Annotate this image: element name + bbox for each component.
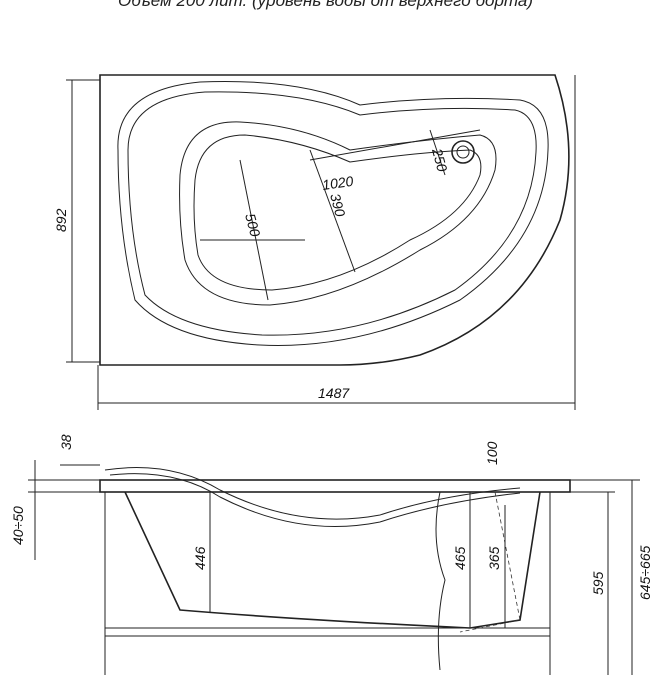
- side-view: 38 40÷50 446 100 465 365 595 645÷665: [10, 434, 653, 675]
- drain-offset-dim: 100: [484, 441, 500, 465]
- rim-dim: 38: [58, 434, 74, 450]
- tub-body-side: [124, 491, 541, 629]
- total-height-dim: 645÷665: [637, 545, 653, 600]
- height-dim: 595: [590, 571, 606, 595]
- depth-dim: 892: [53, 208, 69, 232]
- volume-caption: Объем 200 лит. (уровень воды от верхнего…: [118, 0, 534, 10]
- drain-dim: 250: [429, 146, 451, 174]
- inner-width-dim: 500: [242, 212, 264, 239]
- drain: [451, 140, 475, 164]
- leg-adjust-dim: 40÷50: [10, 506, 26, 545]
- rim-side: [99, 479, 571, 493]
- narrow-width-dim: 390: [327, 192, 349, 219]
- depth-mid-dim: 465: [452, 546, 468, 570]
- basin-outline: [179, 121, 497, 306]
- depth-drain-dim: 365: [486, 546, 502, 570]
- width-dim: 1487: [318, 385, 350, 401]
- top-view: 892 1487 1020 500 390 250: [53, 74, 576, 410]
- inner-length-dim: 1020: [321, 173, 354, 193]
- depth-left-dim: 446: [192, 546, 208, 570]
- tub-outline-top: [99, 74, 570, 366]
- rim-outer: [117, 81, 549, 346]
